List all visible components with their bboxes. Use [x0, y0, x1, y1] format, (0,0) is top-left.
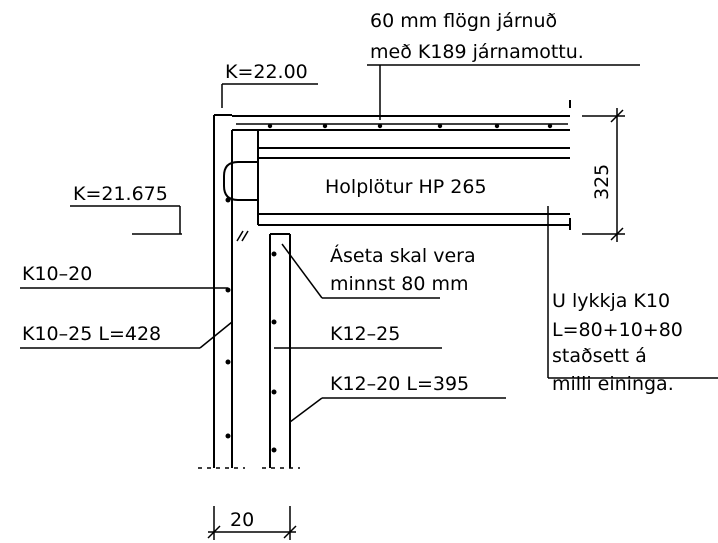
level-lower-label: K=21.675: [73, 183, 168, 205]
rebar-k10-25-callout: K10–25 L=428: [20, 321, 233, 349]
rebar-k12-20-callout: K12–20 L=395: [289, 373, 506, 423]
loop-label-line4: milli eininga.: [552, 373, 674, 395]
wall-rebars: [225, 197, 277, 453]
outer-wall: [198, 114, 245, 469]
loop-label-line2: L=80+10+80: [552, 319, 683, 341]
loop-label-line3: staðsett á: [552, 345, 647, 367]
rebar-k10-20-label: K10–20: [22, 263, 92, 285]
loop-label-line1: U lykkja K10: [552, 290, 670, 312]
dimension-slab-depth: 325: [582, 108, 625, 242]
bearing-annotation: Áseta skal vera minnst 80 mm: [281, 243, 476, 299]
slab-label: Holplötur HP 265: [325, 176, 487, 198]
bearing-label-line1: Áseta skal vera: [330, 244, 476, 267]
level-marker-top: K=22.00: [221, 61, 318, 108]
level-top-label: K=22.00: [225, 61, 308, 83]
dimension-wall-width: 20: [207, 506, 297, 540]
topping-label-line1: 60 mm flögn járnuð: [370, 10, 557, 32]
wall-width-label: 20: [230, 509, 254, 531]
slab-depth-label: 325: [591, 164, 613, 200]
rebar-k12-20-label: K12–20 L=395: [330, 373, 469, 395]
rebar-k12-25-callout: K12–25: [274, 323, 442, 349]
topping-slab: [232, 115, 570, 131]
inner-wall: [262, 233, 300, 469]
hollow-core-slab: [257, 100, 571, 230]
rebar-k10-25-label: K10–25 L=428: [22, 323, 161, 345]
level-marker-lower: K=21.675: [70, 183, 182, 235]
u-loop-bar: [223, 160, 258, 208]
bearing-label-line2: minnst 80 mm: [330, 273, 469, 295]
rebar-k10-20-callout: K10–20: [20, 263, 228, 289]
rebar-k12-25-label: K12–25: [330, 323, 400, 345]
u-loop-annotation: U lykkja K10 L=80+10+80 staðsett á milli…: [547, 206, 718, 395]
topping-annotation: 60 mm flögn járnuð með K189 járnamottu.: [367, 10, 640, 120]
topping-label-line2: með K189 járnamottu.: [370, 41, 584, 63]
